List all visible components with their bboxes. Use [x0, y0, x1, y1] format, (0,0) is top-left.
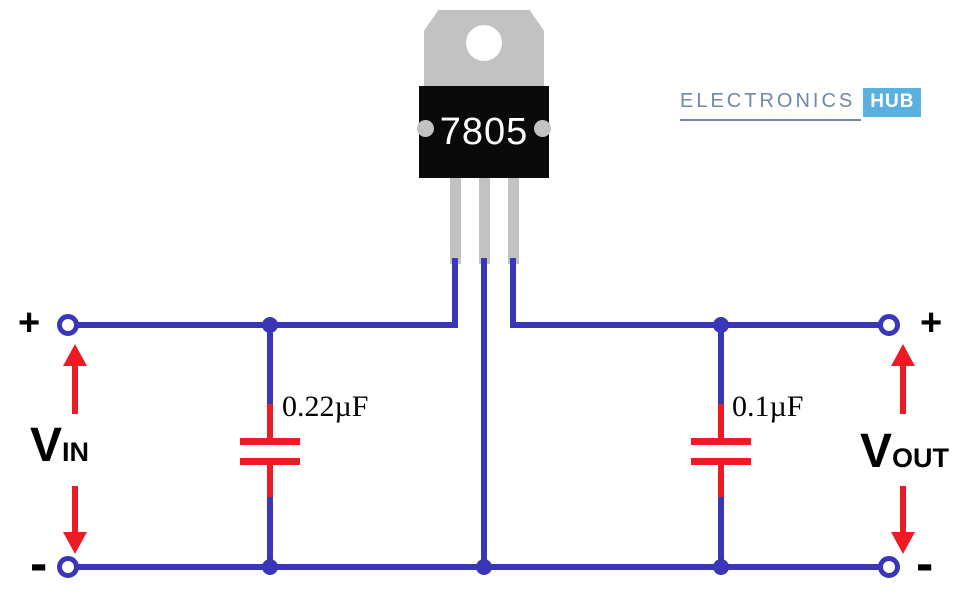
cap2-value-label: 0.1µF — [732, 390, 804, 423]
logo-hub-badge: HUB — [863, 88, 922, 117]
vin-arrow-up-icon — [63, 344, 87, 366]
ic-body: 7805 — [419, 86, 549, 178]
vin-arrow-down-shaft — [72, 486, 78, 534]
ic-notch-left — [417, 120, 434, 137]
junction-dot — [262, 559, 278, 575]
vout-arrow-up-shaft — [900, 364, 906, 414]
vin-arrow-down-icon — [63, 532, 87, 554]
junction-dot — [713, 559, 729, 575]
cap1-wire-top — [267, 328, 273, 404]
vout-arrow-down-shaft — [900, 486, 906, 534]
cap2-lead-top — [718, 404, 724, 438]
electronics-hub-logo: ELECTRONICS HUB — [680, 88, 922, 121]
vout-arrow-down-icon — [891, 532, 915, 554]
terminal-input-positive — [57, 314, 79, 336]
wire-output-leg — [510, 258, 516, 328]
cap2-plate-top — [691, 438, 751, 445]
vin-label: VIN — [30, 422, 89, 470]
cap2-lead-bottom — [718, 465, 724, 497]
terminal-output-negative — [878, 556, 900, 578]
ic-leg-output — [508, 178, 519, 264]
vin-label-sub: IN — [62, 437, 90, 467]
ic-notch-right — [534, 120, 551, 137]
wire-ground-leg — [481, 258, 487, 570]
vout-label-sub: OUT — [892, 443, 950, 473]
terminal-output-positive — [878, 314, 900, 336]
junction-dot — [262, 317, 278, 333]
cap2-wire-bottom — [718, 497, 724, 564]
cap1-plate-bottom — [240, 458, 300, 465]
cap2-wire-top — [718, 328, 724, 404]
terminal-input-negative — [57, 556, 79, 578]
input-plus-label: + — [18, 302, 41, 344]
ic-mounting-hole — [466, 25, 502, 61]
vout-label-v: V — [860, 425, 893, 478]
ic-part-number: 7805 — [439, 110, 529, 153]
vin-label-v: V — [30, 419, 63, 472]
cap1-value-label: 0.22µF — [282, 390, 369, 423]
wire-input-leg — [452, 258, 458, 328]
cap1-wire-bottom — [267, 497, 273, 564]
ic-leg-ground — [479, 178, 490, 264]
cap1-plate-top — [240, 438, 300, 445]
junction-dot — [476, 559, 492, 575]
vin-arrow-up-shaft — [72, 364, 78, 414]
junction-dot — [713, 317, 729, 333]
wire-top-right-rail — [510, 322, 890, 328]
ic-leg-input — [450, 178, 461, 264]
output-minus-label: - — [916, 535, 934, 593]
cap2-plate-bottom — [691, 458, 751, 465]
vout-label: VOUT — [860, 428, 949, 476]
input-minus-label: - — [30, 535, 48, 593]
vout-arrow-up-icon — [891, 344, 915, 366]
output-plus-label: + — [920, 302, 943, 344]
cap1-lead-bottom — [267, 465, 273, 497]
cap1-lead-top — [267, 404, 273, 438]
logo-brand-text: ELECTRONICS — [680, 88, 862, 121]
